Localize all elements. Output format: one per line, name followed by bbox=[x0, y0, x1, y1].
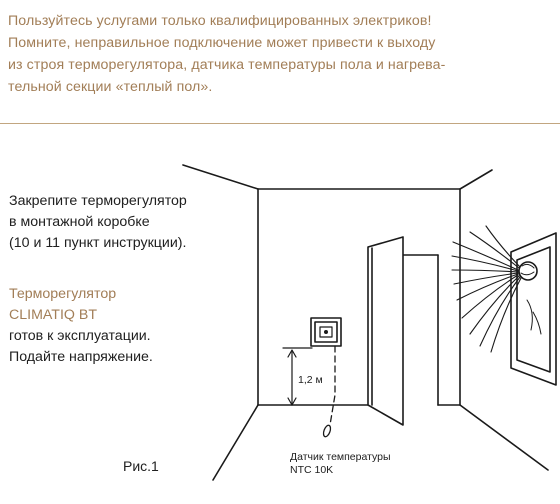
room-walls bbox=[182, 164, 549, 481]
step-mount-line-1: Закрепите терморегулятор bbox=[9, 193, 187, 209]
warning-text: Пользуйтесь услугами только квалифициров… bbox=[8, 10, 556, 98]
height-dimension bbox=[282, 347, 313, 406]
warning-line-1: Пользуйтесь услугами только квалифициров… bbox=[8, 13, 432, 29]
divider bbox=[0, 123, 560, 124]
product-name-line-2: CLIMATIQ BT bbox=[9, 307, 98, 323]
step-mount-line-3: (10 и 11 пункт инструкции). bbox=[9, 235, 187, 251]
sensor-label-line-2: NTC 10K bbox=[290, 464, 334, 476]
step-mount-instruction: Закрепите терморегулятор в монтажной кор… bbox=[9, 191, 187, 254]
thermostat-icon bbox=[310, 317, 342, 347]
window bbox=[510, 232, 557, 386]
sensor-wire bbox=[322, 345, 336, 438]
step-power-line-1: готов к эксплуатации. bbox=[9, 328, 151, 344]
product-name-line-1: Терморегулятор bbox=[9, 286, 117, 302]
warning-line-3: из строя терморегулятора, датчика темпер… bbox=[8, 57, 446, 73]
sunbeams bbox=[451, 225, 522, 353]
step-power-instruction: Терморегулятор CLIMATIQ BT готов к экспл… bbox=[9, 284, 153, 368]
step-mount-line-2: в монтажной коробке bbox=[9, 214, 150, 230]
door bbox=[367, 236, 439, 426]
sensor-label: Датчик температуры NTC 10K bbox=[290, 451, 391, 477]
warning-line-4: тельной секции «теплый пол». bbox=[8, 79, 213, 95]
figure-caption: Рис.1 bbox=[123, 458, 159, 474]
step-power-line-2: Подайте напряжение. bbox=[9, 349, 153, 365]
sensor-label-line-1: Датчик температуры bbox=[290, 451, 391, 463]
height-label: 1,2 м bbox=[298, 374, 323, 386]
warning-line-2: Помните, неправильное подключение может … bbox=[8, 35, 436, 51]
